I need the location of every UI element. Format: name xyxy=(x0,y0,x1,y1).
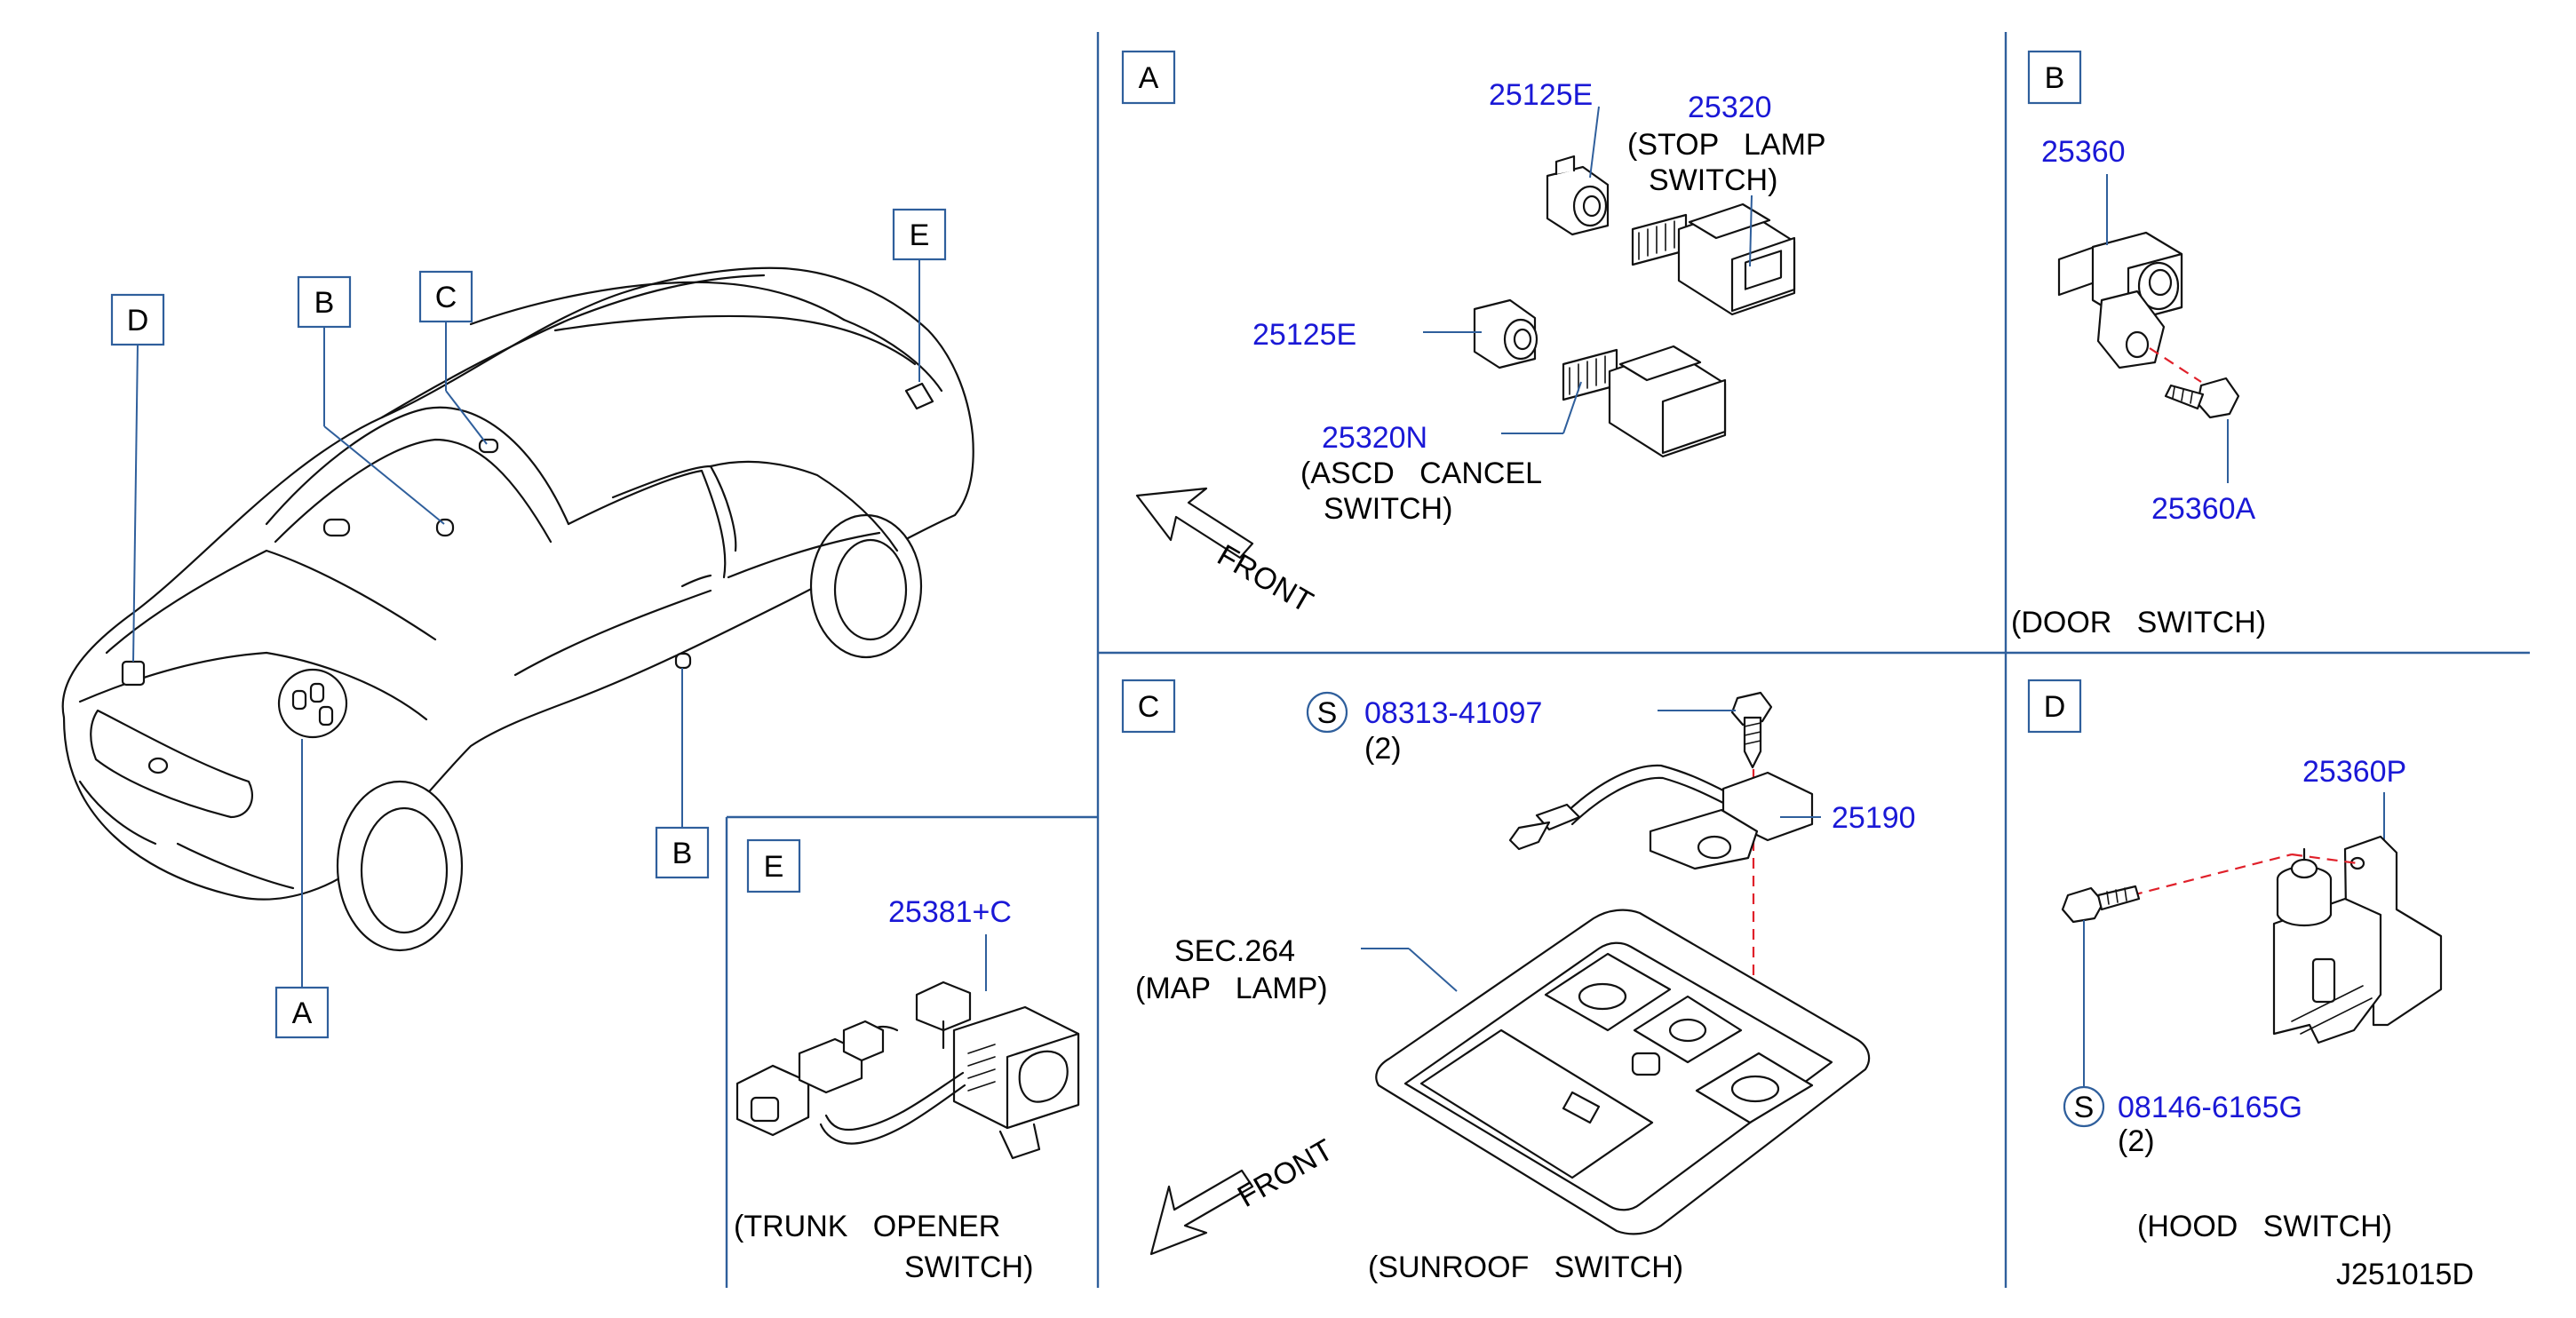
sunroof-switch-caption: (SUNROOF SWITCH) xyxy=(1368,1251,1683,1284)
screw-c-drawing xyxy=(1730,691,1773,769)
front-label-a: FRONT xyxy=(1212,538,1318,619)
ascd-desc-line1: (ASCD CANCEL xyxy=(1300,457,1542,490)
front-arrow-c: FRONT xyxy=(1149,1132,1339,1256)
stop-lamp-switch-drawing xyxy=(1631,202,1796,316)
socket-top-drawing xyxy=(1546,155,1610,236)
panel-a: A xyxy=(1121,50,1826,619)
screw-mark-d: S xyxy=(2074,1091,2095,1124)
hood-switch-drawing xyxy=(2272,835,2443,1044)
panel-b: B 25360 25360A (DOOR SWITCH) xyxy=(2011,50,2266,639)
part-25320-label: 25320 xyxy=(1688,91,1772,124)
trunk-opener-caption-line2: SWITCH) xyxy=(904,1251,1033,1284)
panel-frame xyxy=(725,32,2530,1288)
overview-leaders xyxy=(132,258,920,988)
panel-e-box-label: E xyxy=(764,850,784,884)
panel-b-box-label: B xyxy=(2045,61,2065,95)
part-25125e-bottom-label: 25125E xyxy=(1252,318,1356,352)
ascd-desc-line2: SWITCH) xyxy=(1324,492,1452,526)
part-25190-label: 25190 xyxy=(1832,801,1916,835)
socket-bottom-drawing xyxy=(1473,298,1538,369)
front-label-c: FRONT xyxy=(1232,1132,1339,1213)
map-lamp-drawing xyxy=(1375,909,1871,1235)
screw-qty-c: (2) xyxy=(1364,732,1402,766)
callout-d-label: D xyxy=(127,304,149,337)
panel-c-box-label: C xyxy=(1138,690,1160,724)
callout-b-bottom-label: B xyxy=(672,837,693,870)
screw-mark-c: S xyxy=(1317,696,1338,730)
part-25125e-top-label: 25125E xyxy=(1489,78,1593,112)
callout-c: C xyxy=(418,270,473,323)
callout-e: E xyxy=(892,208,947,261)
part-25360-label: 25360 xyxy=(2041,135,2126,169)
door-switch-caption: (DOOR SWITCH) xyxy=(2011,606,2266,639)
map-lamp-label: (MAP LAMP) xyxy=(1135,972,1328,1005)
hood-switch-caption: (HOOD SWITCH) xyxy=(2137,1210,2392,1243)
screw-qty-d: (2) xyxy=(2118,1124,2155,1158)
part-25381c-label: 25381+C xyxy=(888,895,1012,929)
stop-lamp-desc-line1: (STOP LAMP xyxy=(1627,128,1826,162)
front-arrow-a: FRONT xyxy=(1135,487,1318,619)
screw-25360a-drawing xyxy=(2164,377,2240,419)
part-25360a-label: 25360A xyxy=(2151,492,2256,526)
diagram-code: J251015D xyxy=(2336,1258,2474,1291)
panel-c: C S 08313-41097 (2) 25190 xyxy=(1121,679,1916,1284)
part-08146-6165g-label: 08146-6165G xyxy=(2118,1091,2302,1124)
part-08313-41097-label: 08313-41097 xyxy=(1364,696,1542,730)
callout-a-label: A xyxy=(292,996,313,1030)
callout-b-bottom: B xyxy=(655,826,710,879)
panel-d: D 25360P S 08146-6165G (2) (HOOD SWITCH) xyxy=(2027,679,2443,1243)
trunk-opener-caption-line1: (TRUNK OPENER xyxy=(734,1210,1000,1243)
part-25320n-label: 25320N xyxy=(1322,421,1427,455)
panel-a-box-label: A xyxy=(1139,61,1159,95)
screw-d-drawing xyxy=(2061,885,2141,924)
door-switch-drawing xyxy=(2057,231,2183,369)
sec-264-label: SEC.264 xyxy=(1174,934,1295,968)
part-25360p-label: 25360P xyxy=(2302,755,2406,789)
callout-b-top-label: B xyxy=(314,286,335,320)
trunk-opener-switch-drawing xyxy=(735,981,1080,1160)
ascd-switch-drawing xyxy=(1562,345,1727,458)
callout-b-top: B xyxy=(297,275,352,329)
panel-e: E 25381+C (TRUNK OPENER SWITCH) xyxy=(734,838,1080,1284)
callout-a: A xyxy=(274,986,330,1039)
panel-d-box-label: D xyxy=(2044,690,2066,724)
callout-d: D xyxy=(110,293,165,346)
car-overview-drawing xyxy=(61,266,974,952)
callout-e-label: E xyxy=(910,218,930,252)
stop-lamp-desc-line2: SWITCH) xyxy=(1649,163,1777,197)
harness-25190-drawing xyxy=(1508,764,1814,870)
callout-c-label: C xyxy=(435,281,457,314)
